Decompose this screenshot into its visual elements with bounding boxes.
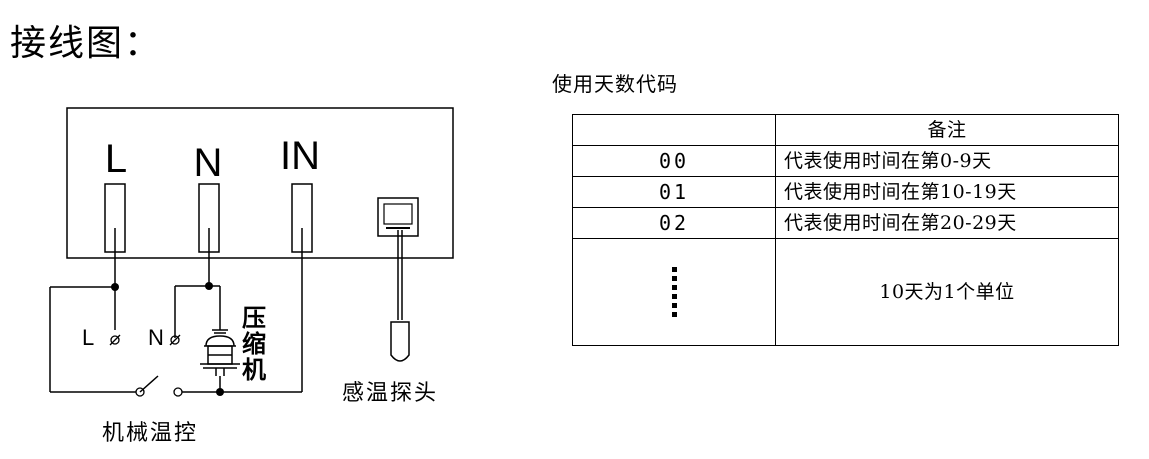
compressor-label-2: 缩 xyxy=(242,330,266,358)
small-label-l: L xyxy=(82,325,94,350)
page-title: 接线图： xyxy=(10,23,163,64)
terminal-box xyxy=(66,107,454,259)
note-cell: 代表使用时间在第20-29天 xyxy=(775,207,1119,239)
table-title: 使用天数代码 xyxy=(552,72,678,96)
terminal-label-in: IN xyxy=(280,134,320,178)
table-footer-row: 10天为1个单位 xyxy=(572,238,1119,346)
small-label-n: N xyxy=(148,325,164,350)
code-cell: 01 xyxy=(572,176,776,208)
table-row: 02 代表使用时间在第20-29天 xyxy=(572,207,1119,239)
probe-tip xyxy=(390,321,410,362)
probe-label: 感温探头 xyxy=(342,381,438,406)
unit-note-cell: 10天为1个单位 xyxy=(775,238,1119,346)
day-code-table: 备注 00 代表使用时间在第0-9天 01 代表使用时间在第10-19天 02 … xyxy=(572,114,1119,346)
code-cell: 00 xyxy=(572,145,776,177)
vertical-ellipsis-icon xyxy=(573,267,775,317)
table-header-row: 备注 xyxy=(572,114,1119,146)
ellipsis-cell xyxy=(572,238,776,346)
header-note-cell: 备注 xyxy=(775,114,1119,146)
note-cell: 代表使用时间在第10-19天 xyxy=(775,176,1119,208)
note-cell: 代表使用时间在第0-9天 xyxy=(775,145,1119,177)
table-row: 01 代表使用时间在第10-19天 xyxy=(572,176,1119,208)
code-cell: 02 xyxy=(572,207,776,239)
terminal-label-n: N xyxy=(194,141,223,185)
compressor-icon xyxy=(200,329,240,376)
header-code-cell xyxy=(572,114,776,146)
compressor-label-1: 压 xyxy=(242,304,266,332)
wiring-diagram: L N IN L N 压 缩 机 xyxy=(49,107,454,446)
table-row: 00 代表使用时间在第0-9天 xyxy=(572,145,1119,177)
compressor-label-3: 机 xyxy=(242,356,266,384)
thermostat-label: 机械温控 xyxy=(102,421,198,446)
terminal-label-l: L xyxy=(105,137,127,181)
